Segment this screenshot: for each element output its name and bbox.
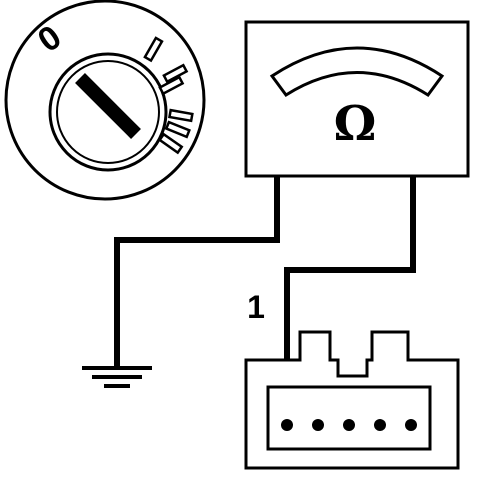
wires — [114, 176, 416, 424]
connector-pin-window — [266, 385, 432, 451]
test-lead-wire — [284, 176, 416, 424]
ohm-symbol: Ω — [334, 96, 377, 152]
ohmmeter: Ω — [244, 20, 470, 178]
connector-pin-1 — [281, 419, 293, 431]
connector-pin-4 — [374, 419, 386, 431]
pin-1-label: 1 — [247, 289, 265, 325]
connector-pin-2 — [312, 419, 324, 431]
connector-pin-5 — [405, 419, 417, 431]
connector-pin-3 — [343, 419, 355, 431]
key-slot — [75, 73, 141, 139]
ground-lead-wire — [114, 176, 280, 368]
ground-symbol-icon — [82, 366, 152, 388]
position-ii-marker — [158, 63, 189, 96]
position-iii-marker — [157, 108, 194, 155]
position-i-marker — [143, 36, 164, 63]
connector-plug — [244, 330, 460, 470]
lock-cylinder-inner — [56, 60, 160, 164]
ignition-switch: 0 — [4, 0, 206, 201]
meter-scale-arc — [269, 46, 445, 98]
connector-pins — [281, 419, 417, 431]
